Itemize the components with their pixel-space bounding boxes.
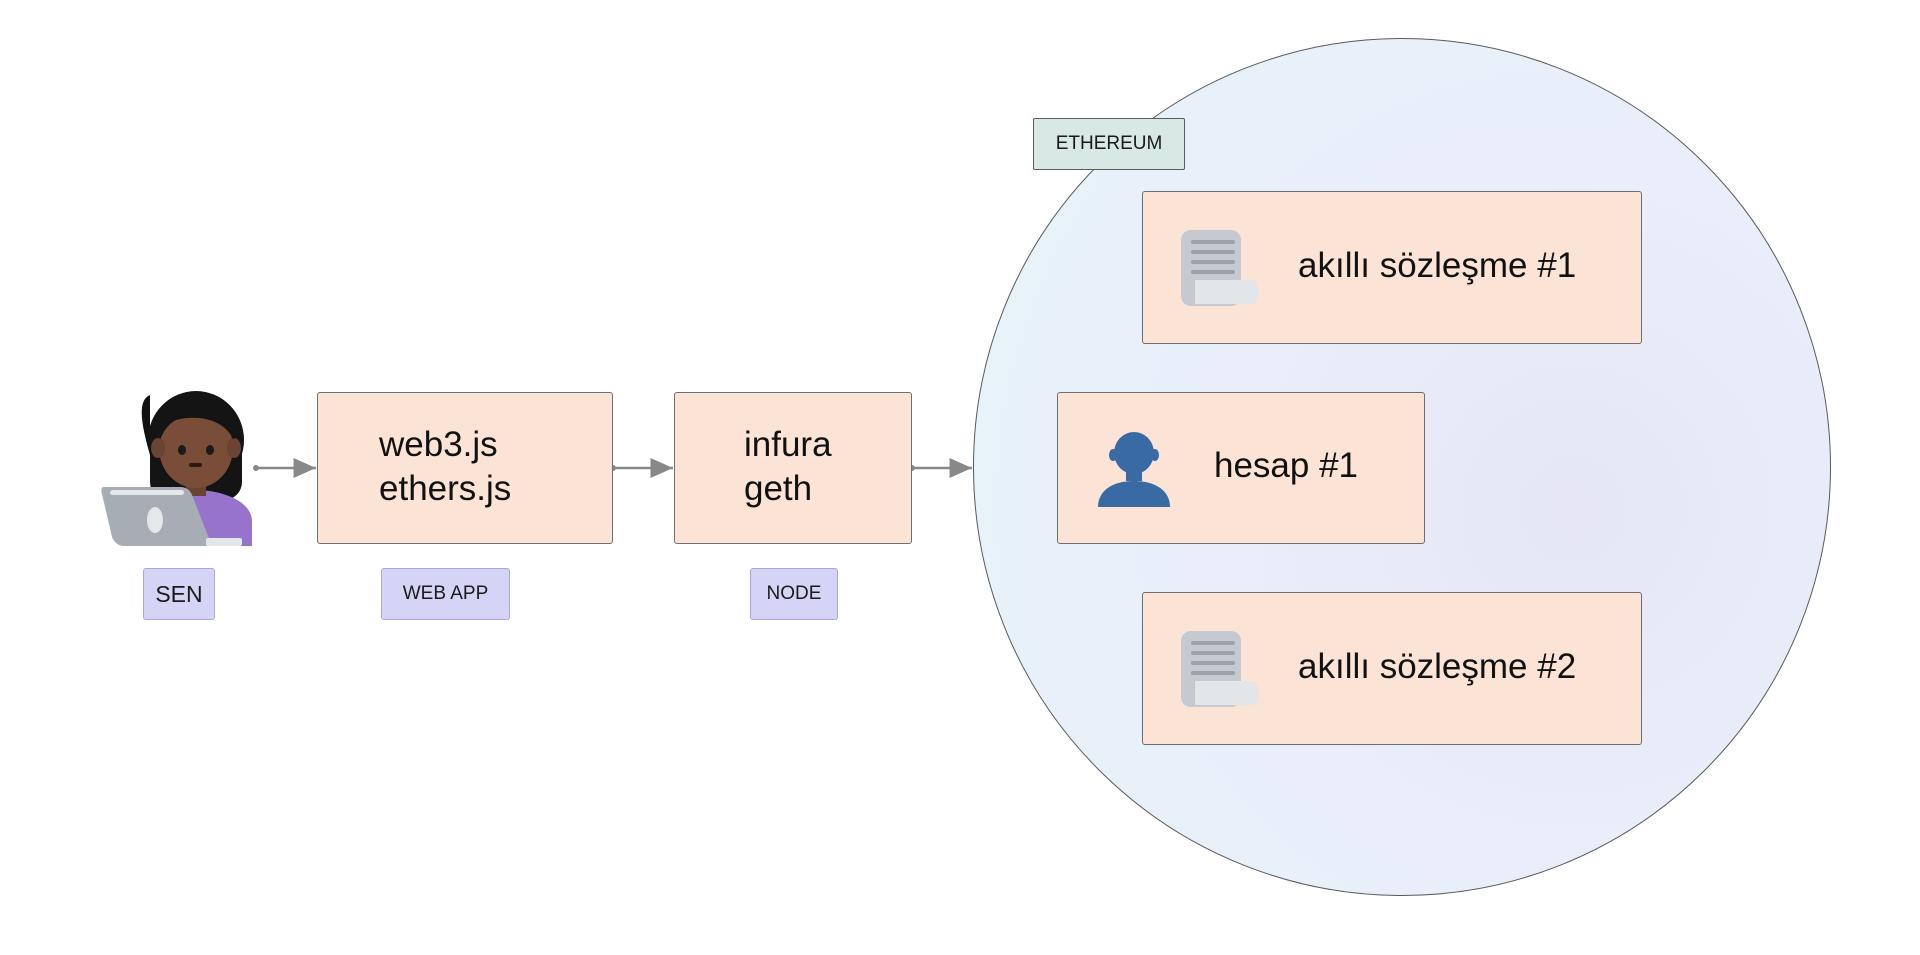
account-1-label: hesap #1 xyxy=(1214,446,1359,485)
webapp-library-line-1: web3.js xyxy=(379,425,498,464)
smart-contract-2-label: akıllı sözleşme #2 xyxy=(1298,647,1577,686)
arrow-user-to-webapp xyxy=(253,458,316,478)
scroll-document-icon xyxy=(1181,631,1258,707)
smart-contract-1-label: akıllı sözleşme #1 xyxy=(1298,246,1577,285)
user-label-tag: SEN xyxy=(143,568,215,620)
ethereum-label-tag: ETHEREUM xyxy=(1033,118,1185,170)
person-silhouette-icon xyxy=(1098,432,1170,507)
webapp-library-box: web3.js ethers.js xyxy=(317,392,613,544)
account-1-box: hesap #1 xyxy=(1057,392,1425,544)
node-provider-line-2: geth xyxy=(744,469,813,508)
webapp-label-tag: WEB APP xyxy=(381,568,510,620)
scroll-document-icon xyxy=(1181,230,1258,306)
node-label-tag: NODE xyxy=(750,568,838,620)
smart-contract-1-box: akıllı sözleşme #1 xyxy=(1142,191,1642,344)
node-provider-box: infura geth xyxy=(674,392,912,544)
webapp-library-line-2: ethers.js xyxy=(379,469,512,508)
node-provider-line-1: infura xyxy=(744,425,832,464)
smart-contract-2-box: akıllı sözleşme #2 xyxy=(1142,592,1642,745)
